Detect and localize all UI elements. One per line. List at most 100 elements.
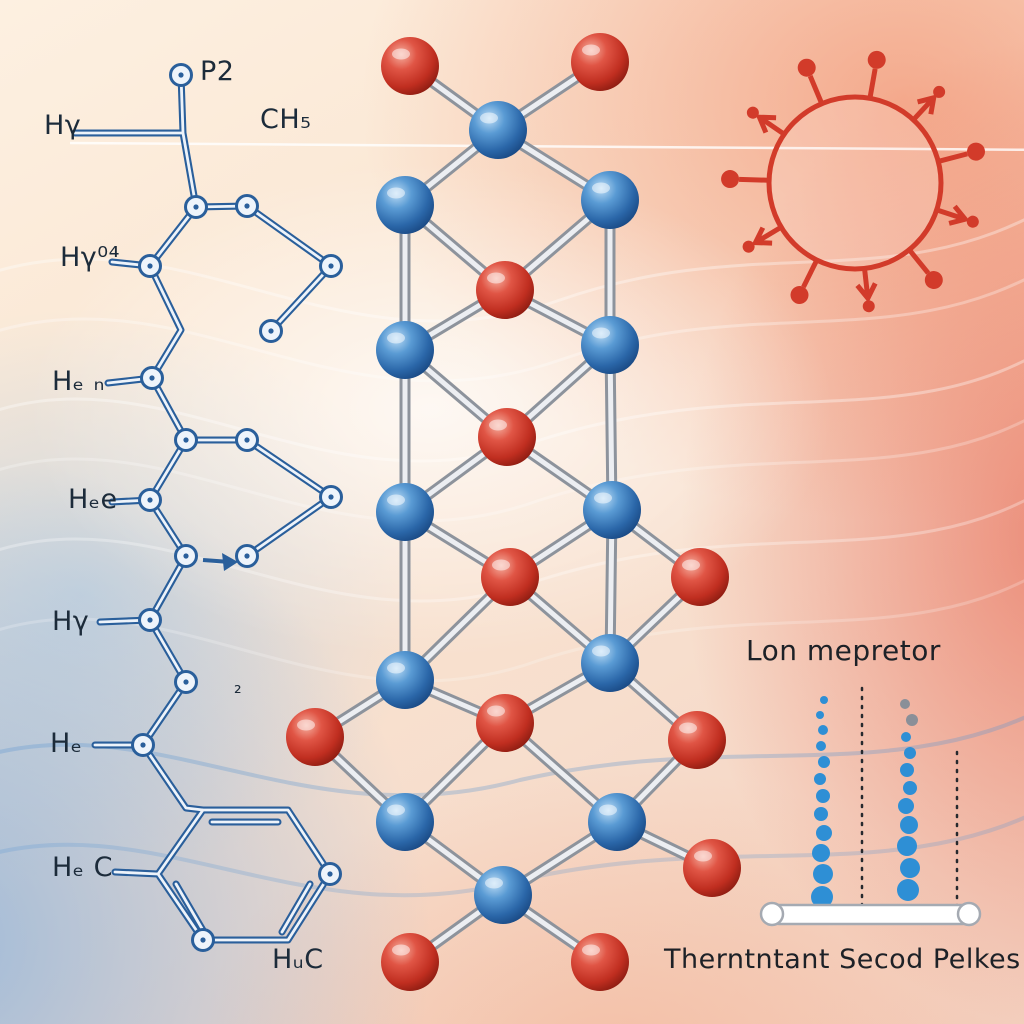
formula-label-he: Hₑ (50, 728, 83, 759)
atom-node-dot (193, 204, 199, 210)
spike-stem (867, 68, 878, 101)
bubble-dot (900, 858, 920, 878)
wave-line (0, 499, 1024, 603)
atom-highlight (592, 645, 610, 657)
atom-highlight (387, 662, 405, 674)
formula-label-sub2: ₂ (234, 676, 243, 698)
virus-body-group (721, 50, 985, 313)
spike-stem (935, 151, 968, 165)
atom-node-dot (183, 437, 189, 443)
spike-stem (758, 115, 788, 138)
atom-node-dot (147, 263, 153, 269)
bubble-dot (901, 732, 911, 742)
bubble-dot-group (811, 686, 959, 914)
atom-highlight (297, 719, 315, 731)
atom-highlight (387, 494, 405, 506)
atom-node-dot (244, 553, 250, 559)
formula-label-p2: P2 (200, 56, 235, 87)
spike-arrow (855, 282, 878, 303)
chart-title: Lon mepretor (746, 634, 941, 667)
spike-stem (910, 96, 936, 123)
spike-stem (807, 75, 825, 107)
atom-node-dot (200, 937, 206, 943)
atom-highlight (480, 112, 498, 124)
virus-spike (935, 142, 985, 165)
spike-knob (933, 85, 946, 98)
bubble-dot (813, 864, 833, 884)
atom-highlight (599, 804, 617, 816)
atom-highlight (392, 48, 410, 60)
formula-label-hec: Hₑ C (52, 852, 113, 883)
virus-membrane (766, 94, 944, 272)
spike-stem (906, 246, 931, 275)
spike-knob (862, 300, 875, 313)
virus-spike (746, 106, 788, 138)
wave-line (0, 359, 1024, 463)
reaction-arrow (202, 553, 238, 571)
atom-node-dot (328, 494, 334, 500)
atom-node-dot (149, 375, 155, 381)
atom-node-dot (147, 617, 153, 623)
atom-highlight (387, 804, 405, 816)
spike-stem (738, 176, 772, 183)
spike-knob (924, 271, 943, 290)
formula-label-hy2: Hγ (52, 606, 90, 637)
atom-highlight (487, 272, 505, 284)
formula-label-ch5: CH₅ (260, 104, 312, 135)
lattice-group (286, 33, 741, 991)
atom-node-dot (178, 72, 184, 78)
virus-spike (797, 58, 825, 107)
atom-highlight (492, 559, 510, 571)
atom-highlight (487, 705, 505, 717)
atom-node-dot (268, 328, 274, 334)
spike-stem (754, 224, 785, 245)
bubble-dot (814, 773, 826, 785)
atom-highlight (594, 492, 612, 504)
spike-knob (966, 142, 985, 161)
spike-knob (867, 50, 886, 69)
chart-baseline-bar (768, 903, 974, 926)
atom-node-dot (327, 871, 333, 877)
bubble-dot (900, 816, 918, 834)
spike-knob (742, 240, 755, 253)
bubble-dot (898, 798, 914, 814)
bubble-dot (820, 696, 828, 704)
spike-knob (721, 170, 740, 189)
highlight-line (69, 141, 1024, 151)
atom-highlight (694, 850, 712, 862)
bubble-dot (816, 741, 826, 751)
virus-spike (934, 204, 979, 228)
atom-node-dot (244, 203, 250, 209)
atom-node-dot (183, 553, 189, 559)
formula-label-hy: Hγ (44, 110, 82, 141)
bubble-dot (900, 699, 910, 709)
bubble-dot (816, 711, 824, 719)
spike-stem (934, 206, 966, 222)
spike-arrow (948, 204, 970, 226)
atom-highlight (485, 877, 503, 889)
virus-spike (867, 50, 886, 101)
atom-node-dot (183, 679, 189, 685)
spike-knob (966, 215, 979, 228)
atom-highlight (387, 187, 405, 199)
chart-caption: Therntntant Secod Pelkes (664, 944, 1021, 975)
formula-label-hen: Hₑ ₙ (52, 366, 105, 397)
spike-knob (797, 58, 816, 77)
atom-highlight (679, 722, 697, 734)
atom-highlight (489, 419, 507, 431)
bubble-dot (900, 763, 914, 777)
bubble-dot (818, 756, 830, 768)
atom-highlight (387, 332, 405, 344)
bubble-dot (812, 844, 830, 862)
atom-node-dot (147, 497, 153, 503)
bubble-dot (816, 789, 830, 803)
virus-spike (790, 257, 820, 304)
formula-label-hee: Hₑe (68, 484, 118, 515)
wave-line (0, 419, 1024, 523)
spike-arrow (755, 114, 777, 134)
